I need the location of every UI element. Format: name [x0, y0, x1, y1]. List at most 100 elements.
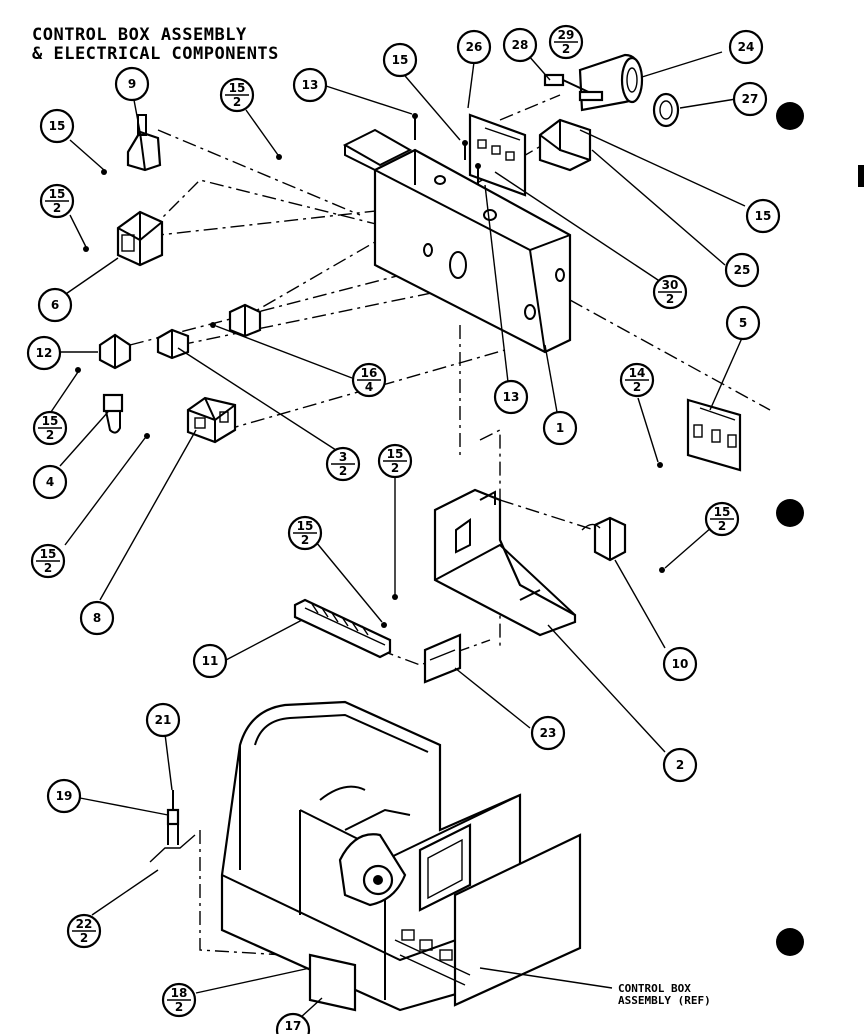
callout-15-over-2-a: 152	[219, 77, 255, 113]
switch-part-9	[126, 114, 162, 172]
callout-19: 19	[46, 778, 82, 814]
screw-parts-top	[412, 113, 481, 185]
callout-18-over-2-den: 2	[175, 1000, 183, 1014]
callout-4: 4	[32, 464, 68, 500]
callout-8-num: 8	[93, 611, 101, 625]
component-part-10	[581, 516, 627, 562]
callout-12-num: 12	[36, 346, 53, 360]
control-box-part-1	[342, 128, 572, 354]
callout-27-num: 27	[742, 92, 759, 106]
callout-15-over-2-b-num: 15	[49, 187, 66, 201]
callout-9: 9	[114, 66, 150, 102]
callout-5-num: 5	[739, 316, 747, 330]
callout-15-over-2-g-den: 2	[44, 561, 52, 575]
callout-15-over-2-d-den: 2	[391, 461, 399, 475]
callout-3-over-2-den: 2	[339, 464, 347, 478]
limit-switch-part-19	[149, 790, 196, 863]
panel-part-18	[308, 953, 357, 1012]
callout-15-over-2-f: 152	[287, 515, 323, 551]
callout-13-a: 13	[292, 67, 328, 103]
callout-30-over-2-den: 2	[666, 292, 674, 306]
callout-2-num: 2	[676, 758, 684, 772]
callout-6-num: 6	[51, 298, 59, 312]
callout-19-num: 19	[56, 789, 73, 803]
callout-15-over-2-a-den: 2	[233, 95, 241, 109]
callout-3-over-2: 32	[325, 446, 361, 482]
callout-15-over-2-g-num: 15	[40, 547, 57, 561]
callout-15-over-2-f-num: 15	[297, 519, 314, 533]
callout-15-c: 15	[745, 198, 781, 234]
component-part-16	[210, 303, 262, 338]
control-board-part-5	[686, 398, 742, 472]
callout-15-over-2-a-num: 15	[229, 81, 246, 95]
capacitor-terminals-part-28	[543, 73, 604, 102]
callout-15-over-2-d-num: 15	[387, 447, 404, 461]
callout-29-over-2-den: 2	[562, 42, 570, 56]
callout-5: 5	[725, 305, 761, 341]
bracket-part-12	[98, 333, 132, 370]
binder-hole-bottom	[776, 928, 804, 956]
callout-15-over-2-g: 152	[30, 543, 66, 579]
callout-14-over-2-den: 2	[633, 380, 641, 394]
callout-23: 23	[530, 715, 566, 751]
callout-15-c-num: 15	[755, 209, 772, 223]
callout-30-over-2: 302	[652, 274, 688, 310]
air-handler-cabinet	[220, 700, 582, 1012]
callout-4-num: 4	[46, 475, 54, 489]
diagram-title-line2: & ELECTRICAL COMPONENTS	[32, 44, 279, 64]
callout-6: 6	[37, 287, 73, 323]
callout-28-num: 28	[512, 38, 529, 52]
callout-16-over-4: 164	[351, 362, 387, 398]
callout-12: 12	[26, 335, 62, 371]
callout-15-over-2-c-num: 15	[42, 414, 59, 428]
callout-15-over-2-c: 152	[32, 410, 68, 446]
callout-22-over-2-den: 2	[80, 931, 88, 945]
callout-14-over-2: 142	[619, 362, 655, 398]
callout-16-over-4-den: 4	[365, 380, 373, 394]
callout-10: 10	[662, 646, 698, 682]
callout-15-a-num: 15	[49, 119, 66, 133]
callout-1: 1	[542, 410, 578, 446]
callout-16-over-4-num: 16	[361, 366, 378, 380]
callout-3-over-2-num: 3	[339, 450, 347, 464]
callout-15-over-2-f-den: 2	[301, 533, 309, 547]
callout-13-a-num: 13	[302, 78, 319, 92]
page-edge-mark	[858, 165, 864, 187]
callout-10-num: 10	[672, 657, 689, 671]
callout-28: 28	[502, 27, 538, 63]
diagram-title-line1: CONTROL BOX ASSEMBLY	[32, 25, 247, 45]
callout-18-over-2: 182	[161, 982, 197, 1018]
callout-13-b-num: 13	[503, 390, 520, 404]
callout-17: 17	[275, 1012, 311, 1034]
contactor-part-8	[186, 396, 237, 444]
callout-26-num: 26	[466, 40, 483, 54]
callout-29-over-2-num: 29	[558, 28, 575, 42]
callout-26: 26	[456, 29, 492, 65]
callout-25-num: 25	[734, 263, 751, 277]
binder-hole-middle	[776, 499, 804, 527]
callout-21-num: 21	[155, 713, 172, 727]
callout-27: 27	[732, 81, 768, 117]
callout-15-over-2-b: 152	[39, 183, 75, 219]
callout-8: 8	[79, 600, 115, 636]
callout-15-over-2-b-den: 2	[53, 201, 61, 215]
reference-label-line1: CONTROL BOX	[618, 982, 691, 995]
callout-11: 11	[192, 643, 228, 679]
callout-15-over-2-e-num: 15	[714, 505, 731, 519]
terminal-bracket-part-26	[468, 113, 527, 197]
callout-30-over-2-num: 30	[662, 278, 679, 292]
callout-23-num: 23	[540, 726, 557, 740]
component-part-4	[102, 393, 124, 434]
callout-13-b: 13	[493, 379, 529, 415]
callout-24-num: 24	[738, 40, 755, 54]
block-part-3	[156, 328, 190, 360]
callout-1-num: 1	[556, 421, 564, 435]
capacitor-strap-part-27	[652, 92, 680, 128]
callout-15-over-2-c-den: 2	[46, 428, 54, 442]
reference-label-line2: ASSEMBLY (REF)	[618, 994, 711, 1007]
callout-15-over-2-e: 152	[704, 501, 740, 537]
callout-11-num: 11	[202, 654, 219, 668]
callout-29-over-2: 292	[548, 24, 584, 60]
callout-17-num: 17	[285, 1019, 302, 1033]
callout-22-over-2-num: 22	[76, 917, 93, 931]
